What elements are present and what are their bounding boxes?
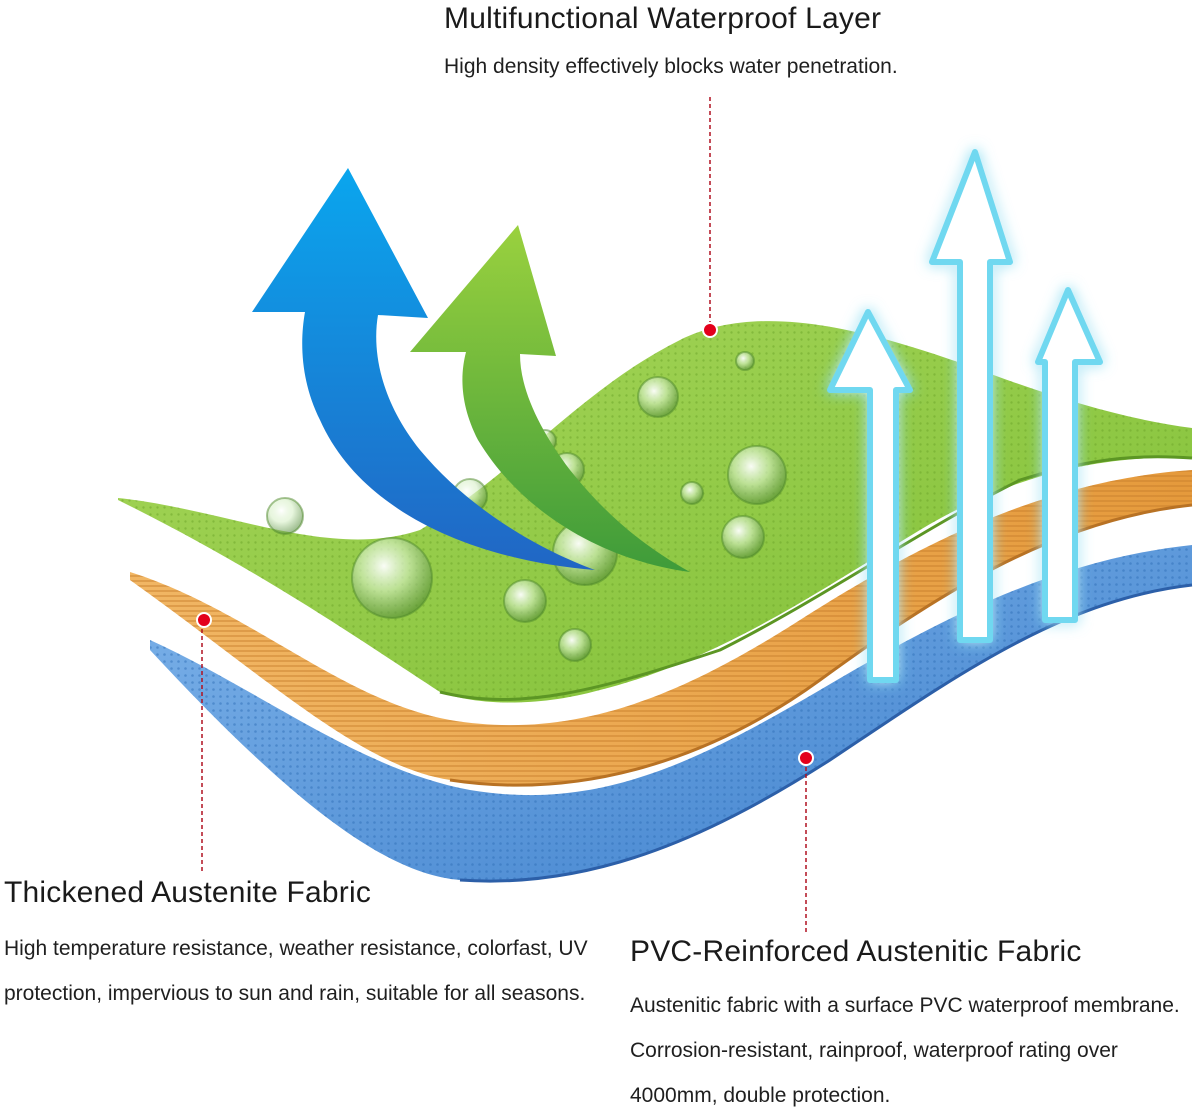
callout-title: PVC-Reinforced Austenitic Fabric [630,935,1082,968]
vapor-arrow-icon [929,149,1013,643]
green-arrow-icon [410,225,690,572]
water-droplet [558,628,592,662]
callout-title: Multifunctional Waterproof Layer [444,2,882,35]
water-droplet [351,537,433,619]
water-droplet [637,376,679,418]
callout-waterproof-layer: Multifunctional Waterproof Layer High de… [444,2,898,82]
water-droplet [721,515,765,559]
callout-title: Thickened Austenite Fabric [4,876,372,909]
water-droplet [503,579,547,623]
water-droplet [727,445,787,505]
callout-austenite-fabric: Thickened Austenite Fabric High temperat… [4,876,604,1016]
vapor-arrow-icon [1035,287,1103,623]
blue-arrow-icon [252,168,595,570]
callout-description: Austenitic fabric with a surface PVC wat… [630,994,1180,1107]
marker-dot-top [702,322,718,338]
marker-dot-right [798,750,814,766]
water-droplet [680,481,704,505]
water-droplet [266,497,304,535]
callout-pvc-fabric: PVC-Reinforced Austenitic Fabric Austeni… [630,935,1200,1118]
vapor-arrows [827,149,1103,683]
marker-dot-left [196,612,212,628]
leader-lines [196,97,814,935]
water-droplet [735,351,755,371]
callout-description: High density effectively blocks water pe… [444,55,898,78]
callout-description: High temperature resistance, weather res… [4,937,588,1005]
vapor-arrow-icon [827,309,913,683]
